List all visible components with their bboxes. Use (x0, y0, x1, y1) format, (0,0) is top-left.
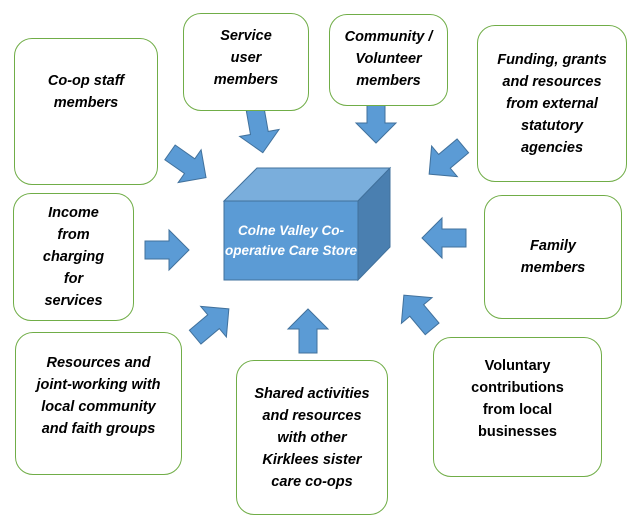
arrow-shared (287, 308, 329, 354)
arrow-service-user (234, 105, 284, 157)
arrow-funding (415, 130, 477, 190)
source-resources: Resources and joint-working with local c… (15, 332, 182, 475)
source-voluntary: Voluntary contributions from local busin… (433, 337, 602, 477)
arrow-income (144, 229, 190, 271)
arrow-family (421, 217, 467, 259)
cube-front-face (223, 200, 359, 281)
center-label: Colne Valley Co-operative Care Store (224, 222, 358, 258)
source-coop-staff: Co-op staff members (14, 38, 158, 185)
arrow-voluntary (388, 281, 448, 343)
source-funding: Funding, grants and resources from exter… (477, 25, 627, 182)
source-shared: Shared activities and resources with oth… (236, 360, 388, 515)
source-family: Family members (484, 195, 622, 319)
source-income: Income from charging for services (13, 193, 134, 321)
cube (222, 166, 392, 282)
arrow-resources (181, 293, 243, 353)
arrow-coop-staff (158, 135, 218, 195)
source-service-user: Service user members (183, 13, 309, 111)
source-community-volunteer: Community / Volunteer members (329, 14, 448, 106)
